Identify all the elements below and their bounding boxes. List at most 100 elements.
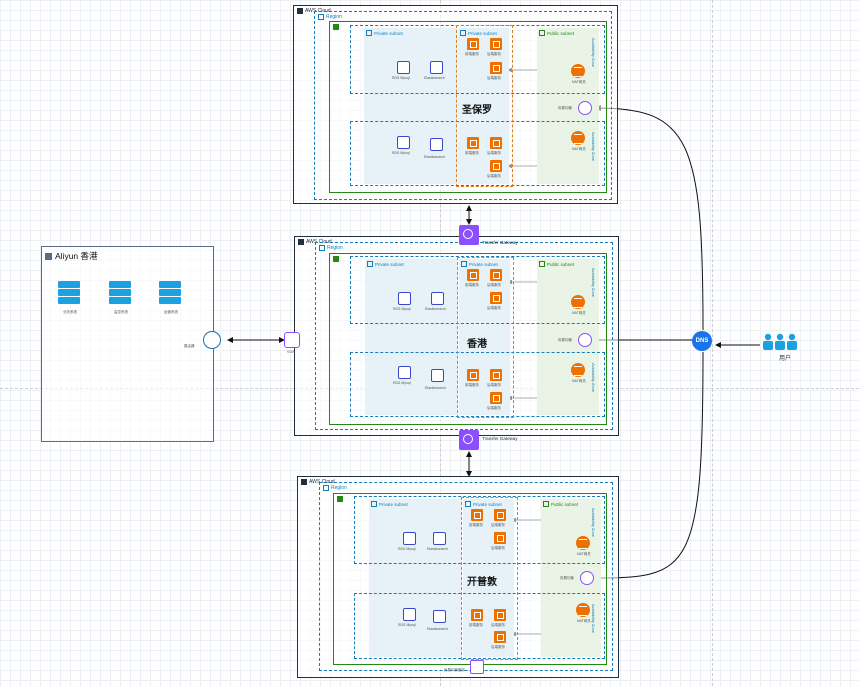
ec2-label: 后端服务 — [491, 645, 505, 649]
nat-label: NAT网关 — [572, 147, 586, 151]
aws-cloud-icon — [298, 239, 304, 245]
elasticsearch-icon — [431, 369, 444, 382]
vpc-icon — [337, 496, 343, 502]
rds-label: RDS Mysql — [398, 623, 416, 627]
private-subnet-label: Private subnet — [366, 30, 403, 36]
ec2-label: 后端服务 — [491, 523, 505, 527]
region-label: Region — [323, 485, 347, 491]
ec2-label: 前端服务 — [465, 383, 479, 387]
nat-gateway-icon — [576, 536, 590, 550]
bottom-service-label: 负载均衡服务 — [444, 668, 465, 672]
ec2-label: 前端服务 — [465, 151, 479, 155]
ec2-icon — [494, 509, 506, 521]
region-icon — [323, 485, 329, 491]
transit-gateway-icon — [459, 430, 479, 450]
region-name: 圣保罗 — [462, 105, 492, 116]
public-subnet-label: Public subnet — [539, 261, 574, 267]
router-icon — [203, 331, 221, 349]
public-subnet-label: Public subnet — [543, 501, 578, 507]
lock-icon — [539, 30, 545, 36]
ec2-icon — [490, 269, 502, 281]
lock-icon — [366, 30, 372, 36]
vpc-icon — [333, 24, 339, 30]
ec2-icon — [467, 269, 479, 281]
az-2b — [350, 352, 605, 417]
ec2-label: 前端服务 — [465, 283, 479, 287]
lock-icon — [539, 261, 545, 267]
aliyun-header: Aliyun 香港 — [45, 250, 98, 262]
server-label: 运营系统 — [164, 310, 178, 314]
alb-label: 负载均衡 — [558, 338, 572, 342]
rds-label: RDS Mysql — [392, 76, 410, 80]
elasticsearch-icon — [430, 138, 443, 151]
nat-gateway-icon — [571, 295, 585, 309]
server-icon — [58, 281, 80, 305]
transit-gateway-icon — [459, 225, 479, 245]
users-label: 用户 — [779, 356, 792, 362]
elasticsearch-icon — [433, 610, 446, 623]
nat-gateway-icon — [576, 603, 590, 617]
ec2-label: 后端服务 — [487, 151, 501, 155]
ec2-icon — [490, 160, 502, 172]
lock-icon — [461, 261, 467, 267]
rds-label: RDS Mysql — [393, 381, 411, 385]
ec2-label: 前端服务 — [469, 523, 483, 527]
router-label: 路由器 — [184, 344, 195, 348]
load-balancer-icon — [578, 101, 592, 115]
rds-icon — [397, 136, 410, 149]
rds-icon — [398, 366, 411, 379]
region-3: Region — [319, 482, 613, 671]
ec2-label: 后端服务 — [487, 406, 501, 410]
ec2-label: 后端服务 — [491, 623, 505, 627]
private-subnet-app-2: Private subnet — [459, 259, 510, 415]
rds-icon — [403, 532, 416, 545]
public-subnet-2: Public subnet — [537, 259, 599, 415]
ec2-icon — [490, 62, 502, 74]
az-3a — [354, 496, 605, 564]
ec2-label: 后端服务 — [487, 283, 501, 287]
private-subnet-label: Private subnet — [367, 261, 404, 267]
nat-label: NAT网关 — [577, 552, 591, 556]
load-balancer-icon — [578, 333, 592, 347]
rds-label: RDS Mysql — [392, 151, 410, 155]
guide-vertical-right — [712, 0, 713, 686]
elasticsearch-label: Elasticsearch — [427, 547, 448, 551]
server-icon — [109, 281, 131, 305]
asg-1 — [456, 25, 513, 187]
ec2-label: 后端服务 — [491, 546, 505, 550]
nat-label: NAT网关 — [572, 80, 586, 84]
elasticsearch-icon — [431, 292, 444, 305]
ec2-icon — [467, 369, 479, 381]
asg-2 — [457, 257, 514, 418]
ec2-icon — [494, 609, 506, 621]
server-label: 监控系统 — [114, 310, 128, 314]
ec2-icon — [490, 38, 502, 50]
elasticsearch-label: Elasticsearch — [425, 307, 446, 311]
ec2-label: 后端服务 — [487, 383, 501, 387]
lock-icon — [367, 261, 373, 267]
private-subnet-app-1: Private subnet — [458, 28, 509, 184]
ec2-icon — [471, 609, 483, 621]
server-icon — [159, 281, 181, 305]
public-subnet-label: Public subnet — [539, 30, 574, 36]
lock-icon — [465, 501, 471, 507]
nat-label: NAT网关 — [577, 619, 591, 623]
ec2-label: 前端服务 — [465, 52, 479, 56]
rds-icon — [403, 608, 416, 621]
ec2-label: 后端服务 — [487, 174, 501, 178]
private-subnet-db-3: Private subnet — [369, 499, 462, 657]
elasticsearch-icon — [433, 532, 446, 545]
private-subnet-label: Private subnet — [461, 261, 498, 267]
rds-icon — [397, 61, 410, 74]
vpc-1 — [329, 21, 607, 193]
aws-cloud-icon — [301, 479, 307, 485]
load-balancer-icon — [580, 571, 594, 585]
ec2-icon — [467, 38, 479, 50]
ec2-icon — [467, 137, 479, 149]
ec2-icon — [471, 509, 483, 521]
region-icon — [318, 14, 324, 20]
az-1b — [350, 121, 605, 186]
az-label: Availability Zone — [591, 604, 596, 634]
private-subnet-label: Private subnet — [460, 30, 497, 36]
vpc-2 — [329, 253, 607, 425]
